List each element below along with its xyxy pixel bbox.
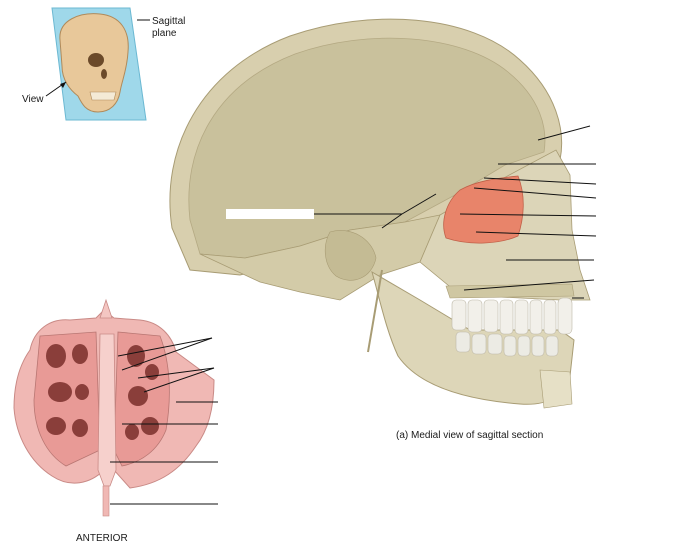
main-skull-section [169,18,591,409]
inset-plane-label-2: plane [152,28,177,39]
cranial-cavity [188,37,546,259]
view-label: View [22,94,44,105]
inset-skull-eye-socket [88,53,104,67]
e-leader-2 [137,367,215,379]
ethmoid-bone-diagram [13,298,215,517]
lower-teeth [455,331,559,357]
mandible-chin [539,369,573,409]
anterior-label: ANTERIOR [76,533,128,544]
leader-line-9 [463,279,595,291]
leader-line-7 [475,231,597,237]
e-leader-1 [117,337,213,357]
leader-line-1c [401,193,437,215]
perpendicular-plate-tip [102,485,110,517]
view-arrow-head [60,82,66,88]
blank-label-box [226,209,314,219]
inset-skull-diagram: Sagittal plane View [22,7,185,121]
crista-galli [99,298,113,319]
leader-line-6 [459,213,597,217]
e-leader-2b [143,367,215,393]
leader-line-2 [537,125,591,141]
highlighted-ethmoid [443,175,524,244]
leader-line-1b [381,213,403,229]
main-caption: (a) Medial view of sagittal section [396,430,543,441]
leader-line-4 [483,177,597,185]
leader-line-5 [473,187,597,199]
inset-plane-label-1: Sagittal [152,16,185,27]
upper-teeth [451,297,573,335]
ethmoid-leader-lines [110,337,218,505]
styloid-process [367,269,383,353]
e-leader-1b [121,337,213,371]
inset-skull-teeth [89,91,117,101]
main-leader-lines [314,125,597,299]
perpendicular-plate [97,333,117,487]
temporal-region [324,230,377,281]
inset-skull-nasal [101,69,107,79]
